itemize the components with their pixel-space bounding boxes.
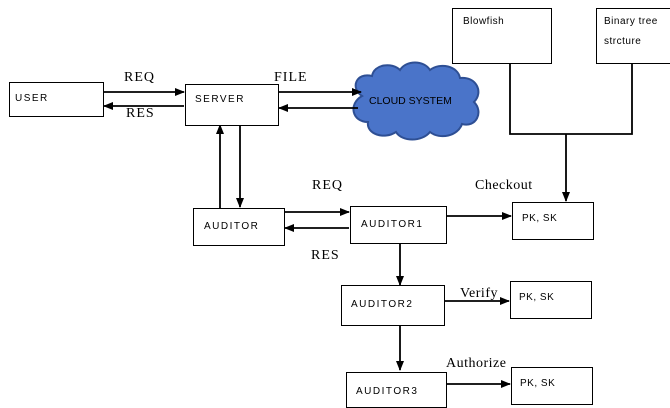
user-label: USER <box>15 93 49 104</box>
auditor2-label: AUDITOR2 <box>351 299 414 310</box>
keys-box-1: PK, SK <box>512 202 594 240</box>
auditor-label: AUDITOR <box>204 221 260 232</box>
auditor-box: AUDITOR <box>193 208 285 246</box>
auditor2-box: AUDITOR2 <box>341 285 445 326</box>
connector-bracket <box>509 64 633 135</box>
auditor3-box: AUDITOR3 <box>346 372 447 408</box>
edge-label-checkout: Checkout <box>475 178 533 193</box>
binary-tree-label-line2: strcture <box>604 36 642 47</box>
auditor1-label: AUDITOR1 <box>361 219 424 230</box>
keys-box-3: PK, SK <box>511 367 593 405</box>
keys-label-3: PK, SK <box>520 378 556 389</box>
edge-label-auditor-req: REQ <box>312 178 343 193</box>
keys-box-2: PK, SK <box>510 281 592 319</box>
edge-label-authorize: Authorize <box>446 356 507 371</box>
keys-label-2: PK, SK <box>519 292 555 303</box>
cloud-shape <box>352 61 480 141</box>
user-box: USER <box>9 82 104 117</box>
edge-label-auditor-res: RES <box>311 248 340 263</box>
edge-label-user-res: RES <box>126 106 155 121</box>
auditor1-box: AUDITOR1 <box>350 206 447 244</box>
keys-label-1: PK, SK <box>522 213 558 224</box>
binary-tree-box: Binary tree strcture <box>596 8 670 64</box>
edge-label-user-req: REQ <box>124 70 155 85</box>
blowfish-label: Blowfish <box>463 16 505 27</box>
edge-label-file: FILE <box>274 70 308 85</box>
server-label: SERVER <box>195 94 245 105</box>
auditor3-label: AUDITOR3 <box>356 386 419 397</box>
blowfish-box: Blowfish <box>452 8 552 64</box>
server-box: SERVER <box>185 84 279 126</box>
edge-label-verify: Verify <box>460 286 498 301</box>
cloud-label: CLOUD SYSTEM <box>369 95 452 107</box>
binary-tree-label-line1: Binary tree <box>604 16 658 27</box>
